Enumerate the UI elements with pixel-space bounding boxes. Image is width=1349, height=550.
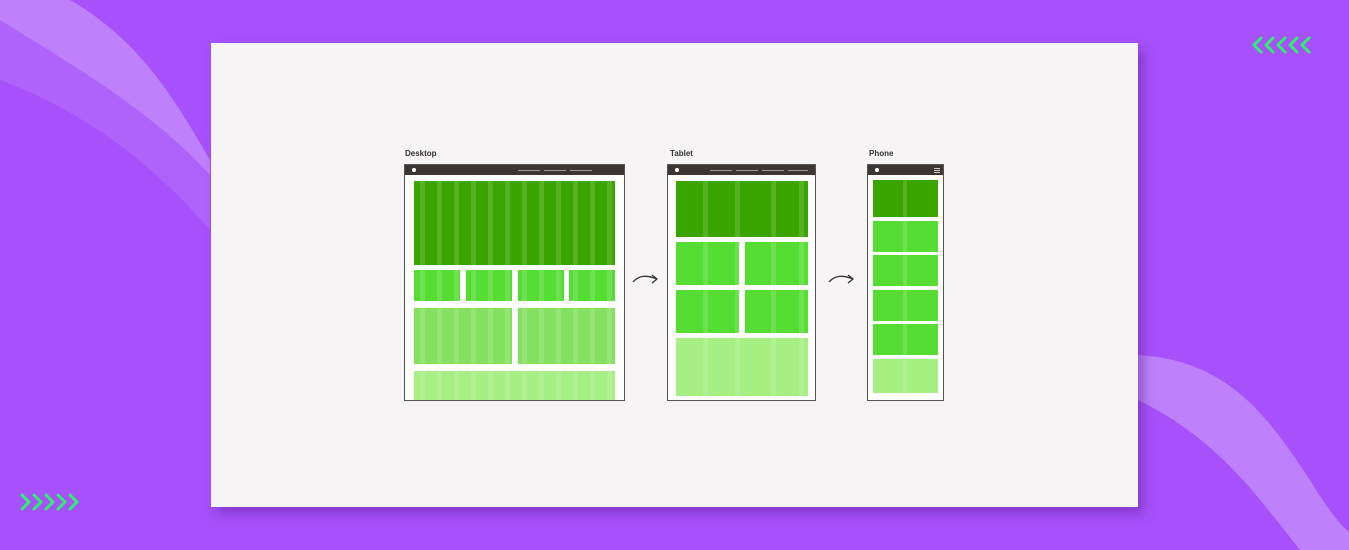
card-block: [569, 270, 615, 301]
nav-link-placeholder: [736, 170, 758, 171]
tablet-topbar: [668, 165, 815, 175]
card-block: [676, 242, 739, 285]
nav-link-placeholder: [788, 170, 808, 171]
content-block: [414, 308, 512, 364]
card-block: [745, 242, 808, 285]
footer-block: [873, 359, 938, 393]
desktop-label: Desktop: [405, 149, 437, 158]
nav-link-placeholder: [710, 170, 732, 171]
logo-dot: [675, 168, 679, 172]
phone-label: Phone: [869, 149, 894, 158]
chevron-left-icon: [1252, 36, 1311, 54]
card-block: [745, 290, 808, 333]
content-block: [518, 308, 615, 364]
card-block: [873, 255, 938, 286]
diagram-card: Desktop Tablet: [211, 43, 1138, 507]
hero-block: [873, 180, 938, 217]
hero-block: [676, 181, 808, 237]
nav-link-placeholder: [544, 170, 566, 171]
logo-dot: [412, 168, 416, 172]
phone-topbar: [868, 165, 943, 175]
desktop-topbar: [405, 165, 624, 175]
card-block: [676, 290, 739, 333]
footer-block: [676, 338, 808, 396]
hamburger-menu-icon: [934, 168, 940, 173]
tablet-wireframe: [667, 164, 816, 401]
card-block: [873, 290, 938, 321]
card-block: [873, 324, 938, 355]
card-block: [466, 270, 512, 301]
desktop-wireframe: [404, 164, 625, 401]
tablet-label: Tablet: [670, 149, 693, 158]
card-block: [873, 221, 938, 252]
nav-link-placeholder: [762, 170, 784, 171]
hero-block: [414, 181, 615, 265]
chevron-right-icon: [20, 493, 79, 511]
arrow-right-icon: [828, 274, 854, 284]
arrow-right-icon: [632, 274, 658, 284]
card-block: [414, 270, 460, 301]
logo-dot: [875, 168, 879, 172]
footer-block: [414, 371, 615, 400]
card-block: [518, 270, 564, 301]
nav-link-placeholder: [570, 170, 592, 171]
phone-wireframe: [867, 164, 944, 401]
nav-link-placeholder: [518, 170, 540, 171]
